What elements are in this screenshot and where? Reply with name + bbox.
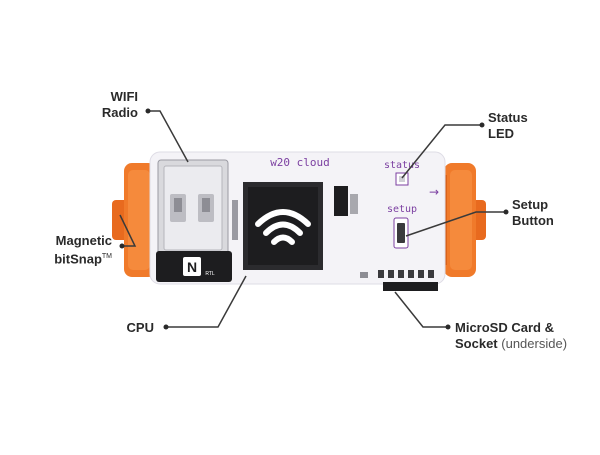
usb-badge-sub: RTL [205, 271, 215, 277]
component-right [350, 194, 358, 214]
microsd-label-line1: MicroSD Card & [455, 320, 554, 335]
wifi-icon [255, 209, 311, 245]
magnetic-label-line1: Magnetic [55, 233, 112, 248]
setup-label-line2: Button [512, 213, 554, 228]
trademark: TM [101, 253, 112, 260]
board-name: w20 cloud [270, 156, 330, 169]
setup-button-label: Setup Button [512, 197, 554, 229]
arrow-symbol: → [429, 185, 439, 199]
wifi-label-line1: WIFI [110, 89, 138, 104]
status-silkscreen: status [384, 160, 420, 171]
leader-wifi [148, 110, 189, 163]
status-label-line2: LED [488, 126, 514, 141]
status-led-label: Status LED [488, 110, 528, 142]
cpu-label-line1: CPU [126, 320, 154, 335]
usb-wifi-adapter: N RTL [156, 159, 232, 282]
microsd-label: MicroSD Card & Socket (underside) [455, 320, 567, 352]
leader-setup [405, 211, 506, 237]
component-left [232, 200, 238, 240]
right-bitsnap-connector [441, 163, 486, 277]
microsd-label-note: (underside) [501, 336, 568, 351]
component-chip-small [334, 186, 348, 216]
cpu-chip [243, 182, 323, 270]
setup-button [397, 223, 405, 243]
microsd-socket [383, 282, 438, 291]
pin-header [360, 270, 434, 278]
cpu-label: CPU [127, 320, 154, 336]
status-label-line1: Status [488, 110, 528, 125]
leader-status [401, 124, 482, 179]
setup-silkscreen: setup [387, 204, 417, 215]
magnetic-label-line2: bitSnap [54, 251, 102, 267]
wifi-radio-label: WIFI Radio [102, 89, 138, 121]
microsd-label-line2: Socket [455, 336, 498, 351]
wifi-label-line2: Radio [101, 105, 138, 120]
magnetic-bitsnap-label: Magnetic bitSnapTM [54, 233, 112, 267]
leader-lines [119, 110, 506, 328]
leader-magnetic [119, 214, 137, 247]
leader-cpu [166, 275, 247, 328]
leader-microsd [394, 291, 448, 328]
leader-dots [119, 108, 509, 330]
usb-badge: N [187, 259, 197, 275]
setup-label-line1: Setup [512, 197, 549, 212]
